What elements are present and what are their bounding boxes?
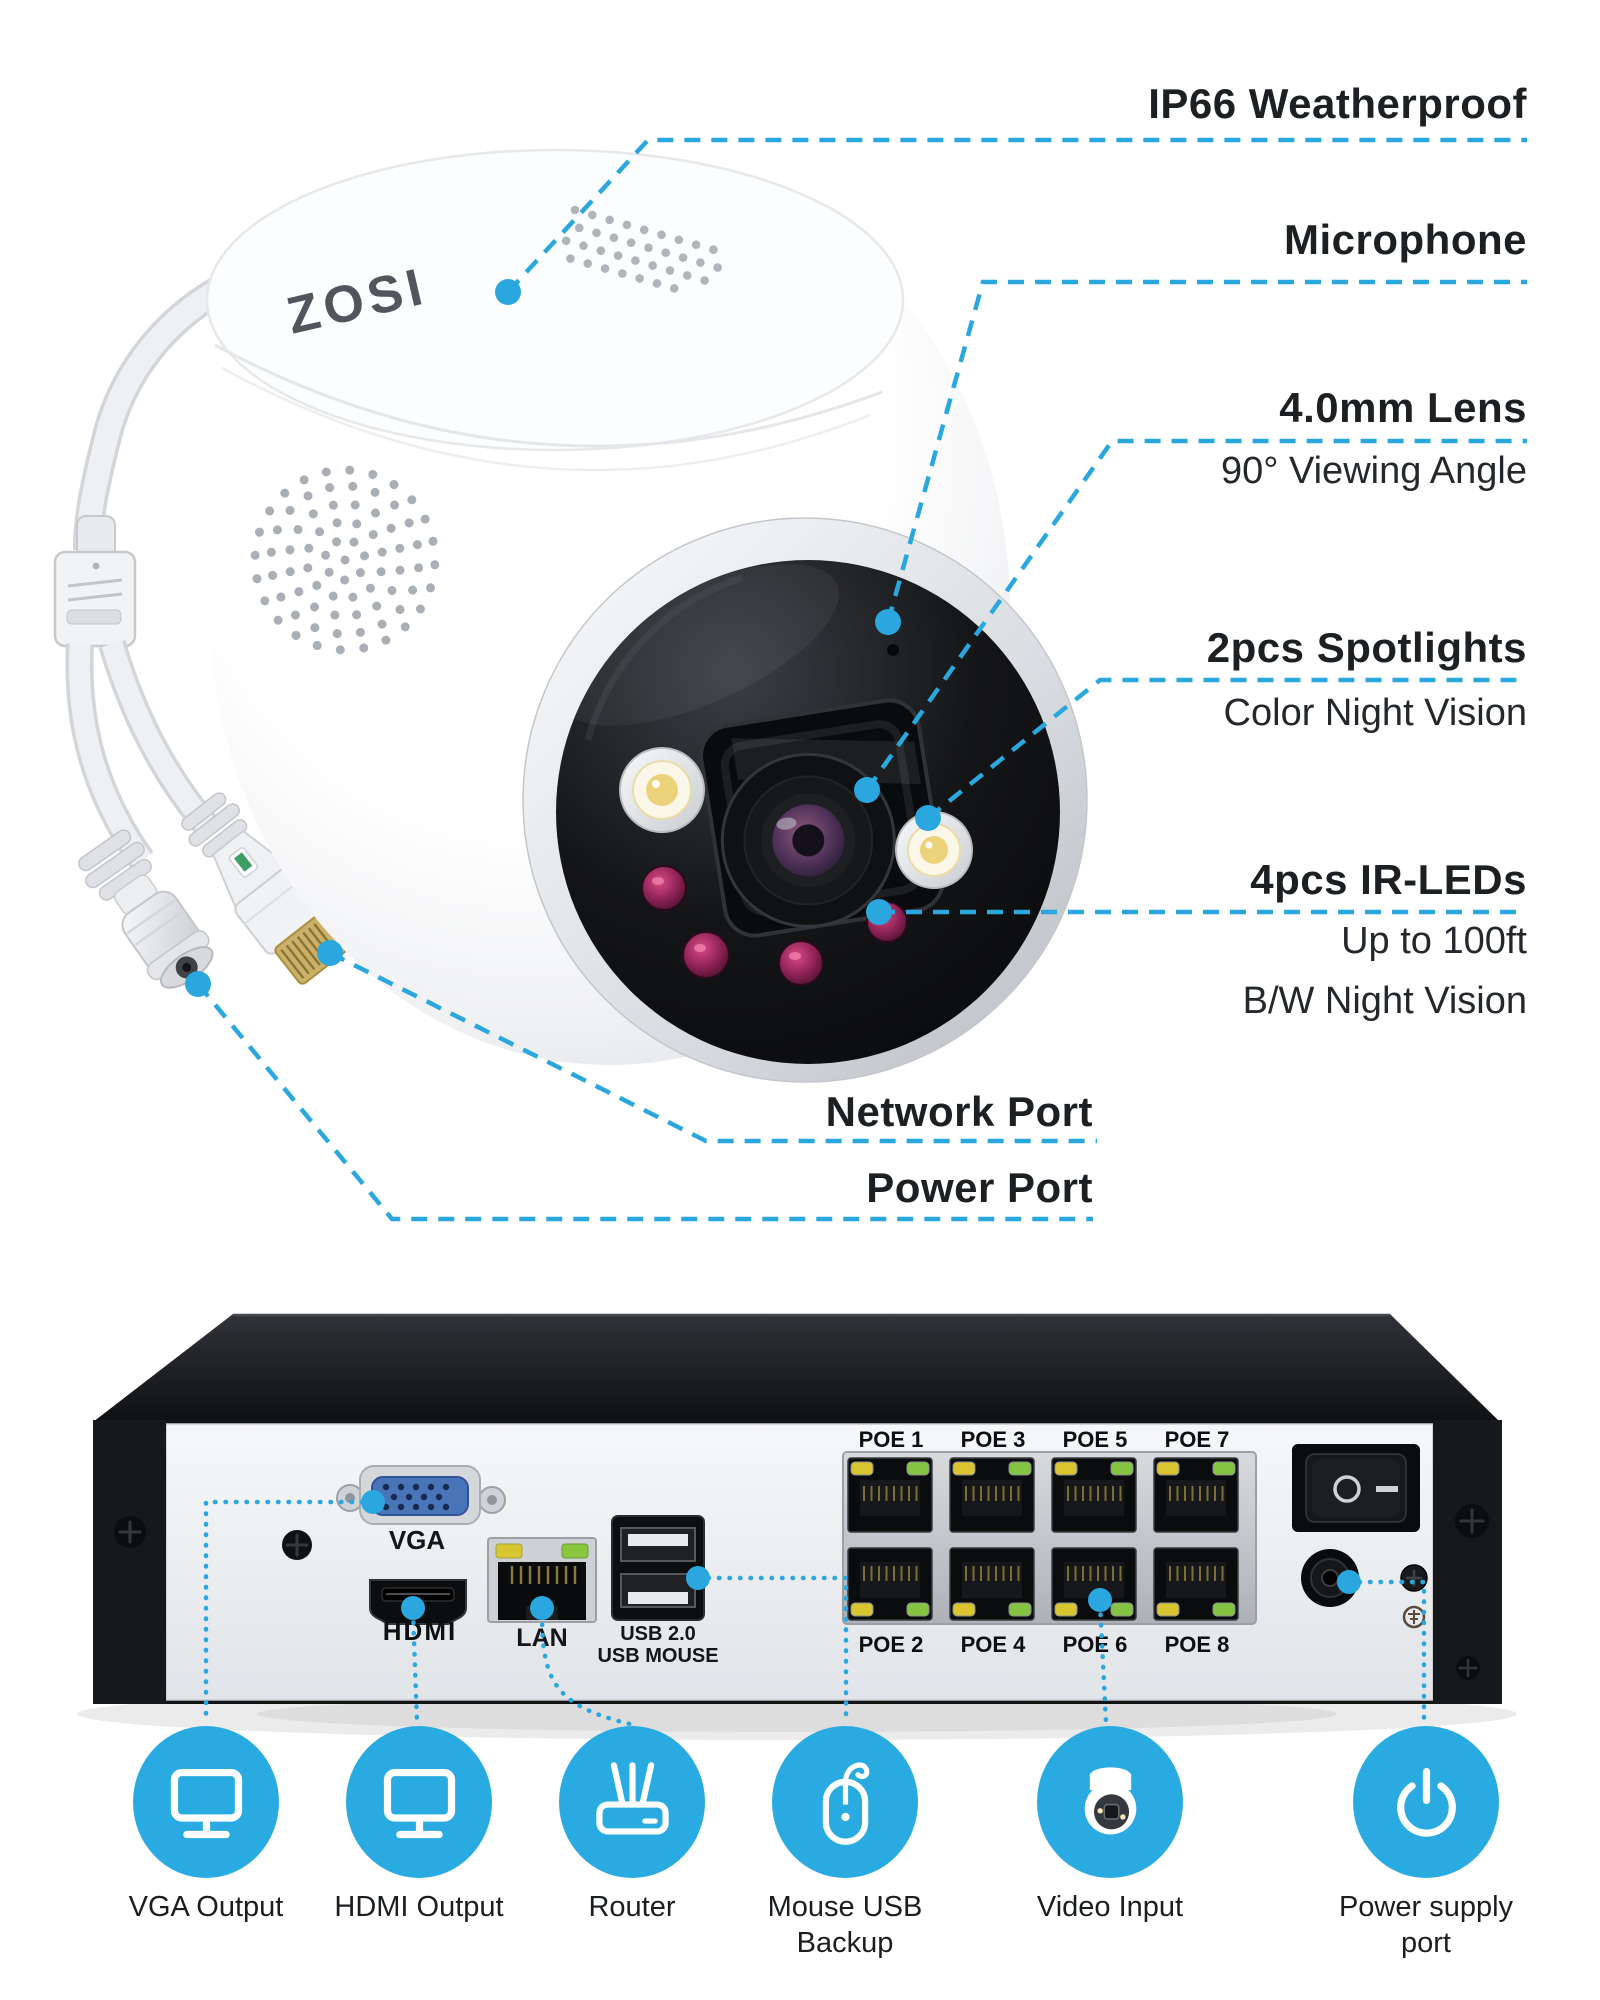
switch-off-symbol [1333, 1475, 1361, 1503]
poe8-label: POE 8 [1165, 1632, 1230, 1657]
legend-label: Router [588, 1891, 676, 1923]
spotlight-marker-dot [915, 805, 941, 831]
legend-hdmi-output: HDMI Output [304, 1726, 534, 1926]
microphone-hole [887, 644, 899, 656]
lens-marker-dot [854, 777, 880, 803]
dc-jack-marker-dot [1337, 1570, 1361, 1594]
vga-marker-dot [361, 1490, 385, 1514]
spotlight-right [895, 811, 973, 889]
ir-leds [641, 865, 908, 986]
poe5-label: POE 5 [1063, 1427, 1128, 1452]
chassis-screws [114, 1504, 1489, 1680]
usb-label-line2: USB MOUSE [597, 1645, 718, 1667]
power-circle [1353, 1726, 1499, 1878]
legend-label: VGA Output [128, 1891, 284, 1923]
spotlight-left [619, 747, 705, 833]
camera-power-connector [78, 829, 214, 989]
usb-label-line1: USB 2.0 [620, 1623, 696, 1645]
monitor-icon [170, 1768, 242, 1838]
callout-lens-title: 4.0mm Lens [1279, 384, 1527, 431]
legend-label: Video Input [1036, 1891, 1184, 1923]
power-switch[interactable] [1292, 1444, 1420, 1532]
hdmi-marker-dot [401, 1596, 425, 1620]
callout-ir-subtitle2: B/W Night Vision [1242, 980, 1527, 1022]
ground-screw [1400, 1564, 1428, 1629]
router-circle [559, 1726, 705, 1878]
poe3-label: POE 3 [961, 1427, 1026, 1452]
cable-junction-box [53, 515, 137, 648]
router-icon [595, 1761, 669, 1835]
poe4-label: POE 4 [961, 1632, 1027, 1657]
mouse-circle [772, 1726, 918, 1878]
nvr-callout-lines [203, 1490, 1427, 1727]
nvr-unit: VGA HDMI LAN USB 2.0 USB MOUSE POE 1 POE… [77, 1313, 1517, 1740]
vga-port [336, 1465, 506, 1525]
usb-ports [611, 1515, 705, 1621]
hdmi-output-circle [346, 1726, 492, 1878]
callout-network-port: Network Port [825, 1088, 1093, 1135]
mouse-icon [822, 1761, 869, 1845]
nvr-bracket-left [93, 1420, 166, 1704]
camera-speaker-holes [250, 465, 440, 655]
poe7-label: POE 7 [1165, 1427, 1230, 1452]
usb-marker-dot [686, 1566, 710, 1590]
legend-label: Power supply port [1338, 1891, 1514, 1959]
microphone-marker-dot [875, 609, 901, 635]
vga-label: VGA [389, 1525, 446, 1555]
lan-marker-dot [530, 1596, 554, 1620]
network-port-marker-dot [317, 940, 343, 966]
power-icon [1396, 1767, 1456, 1837]
poe-port-block [842, 1451, 1257, 1625]
dome-camera-circle [1037, 1726, 1183, 1878]
ip66-marker-dot [495, 279, 521, 305]
ir-led-marker-dot [866, 899, 892, 925]
legend-router: Router [517, 1726, 747, 1926]
legend-vga-output: VGA Output [91, 1726, 321, 1926]
legend-video-input: Video Input [995, 1726, 1225, 1926]
dome-camera-icon [1084, 1766, 1136, 1835]
callout-ip66: IP66 Weatherproof [1148, 80, 1527, 127]
camera-callout-lines [185, 137, 1527, 1222]
camera-mic-holes [561, 205, 722, 293]
callout-ir-title: 4pcs IR-LEDs [1250, 856, 1527, 903]
poe6-label: POE 6 [1063, 1632, 1128, 1657]
poe-ports [847, 1457, 1239, 1621]
callout-power-port: Power Port [866, 1164, 1093, 1211]
power-port-marker-dot [185, 971, 211, 997]
hdmi-label: HDMI [383, 1616, 457, 1646]
poe1-label: POE 1 [859, 1427, 924, 1452]
camera-lens-module [699, 698, 945, 938]
switch-on-symbol [1376, 1486, 1398, 1492]
vga-output-circle [133, 1726, 279, 1878]
monitor-icon [383, 1768, 455, 1838]
legend-power-supply: Power supply port [1311, 1726, 1541, 1962]
poe2-label: POE 2 [859, 1632, 924, 1657]
legend-mouse-usb: Mouse USB Backup [730, 1726, 960, 1962]
legend-label: HDMI Output [334, 1891, 504, 1923]
callout-ir-subtitle1: Up to 100ft [1341, 920, 1527, 962]
legend-label: Mouse USB Backup [767, 1891, 923, 1959]
callout-spotlights-title: 2pcs Spotlights [1206, 624, 1527, 671]
poe6-marker-dot [1088, 1588, 1112, 1612]
nvr-top-panel [93, 1314, 1500, 1422]
camera-body: ZOSI [205, 148, 1088, 1083]
callout-microphone: Microphone [1284, 216, 1527, 263]
lan-label: LAN [516, 1624, 567, 1652]
callout-lens-subtitle: 90° Viewing Angle [1220, 450, 1527, 492]
callout-spotlights-subtitle: Color Night Vision [1223, 692, 1527, 734]
